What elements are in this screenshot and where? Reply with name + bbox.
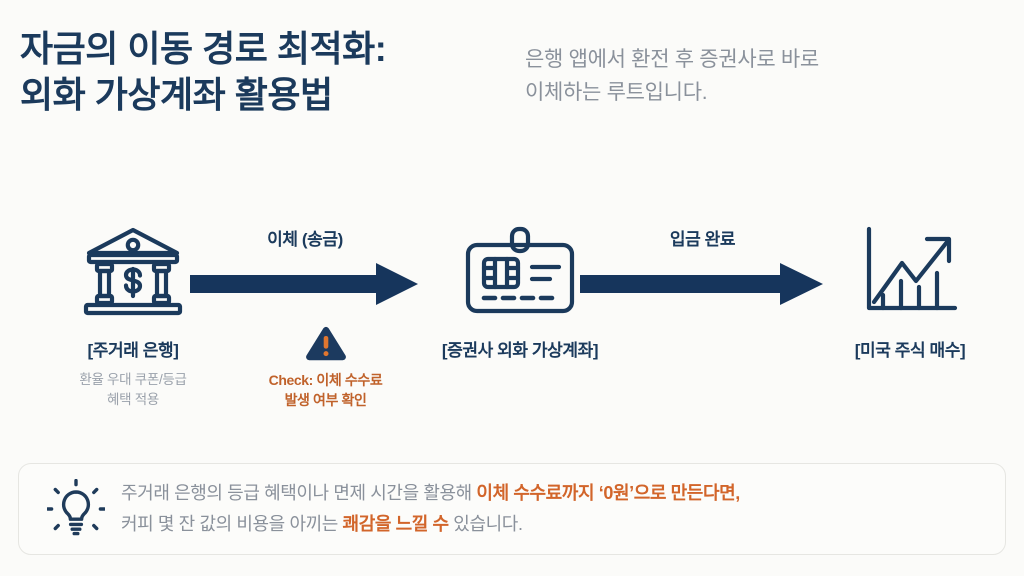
tip-callout: 주거래 은행의 등급 혜택이나 면제 시간을 활용해 이체 수수료까지 ‘0원’… [18,463,1006,555]
flow-node-bank: [주거래 은행] 환율 우대 쿠폰/등급 혜택 적용 [28,223,238,409]
warning-triangle-icon [243,325,408,363]
header: 자금의 이동 경로 최적화: 외화 가상계좌 활용법 은행 앱에서 환전 후 증… [0,26,1024,156]
tip-line1-highlight: 이체 수수료까지 ‘0원’으로 만든다면, [476,483,740,504]
bank-icon [28,223,238,318]
arrow-right-icon [190,263,418,305]
id-card-icon [406,223,634,318]
tip-line1-plain: 주거래 은행의 등급 혜택이나 면제 시간을 활용해 [121,483,477,504]
page-subtitle: 은행 앱에서 환전 후 증권사로 바로 이체하는 루트입니다. [525,48,819,104]
growth-chart-icon [810,223,1010,318]
tip-line2-plain-a: 커피 몇 잔 값의 비용을 아끼는 [121,514,343,534]
flow-node-virtual-account: [증권사 외화 가상계좌] [406,223,634,370]
flow-node-bank-sub: 환율 우대 쿠폰/등급 혜택 적용 [79,372,187,407]
flow-diagram: [주거래 은행] 환율 우대 쿠폰/등급 혜택 적용 이체 (송금) Check… [0,215,1024,440]
flow-arrow-transfer-label: 이체 (송금) [267,230,343,249]
flow-arrow-deposit-label: 입금 완료 [669,230,736,249]
tip-callout-line-2: 커피 몇 잔 값의 비용을 아끼는 쾌감을 느낄 수 있습니다. [121,509,740,540]
page-title: 자금의 이동 경로 최적화: 외화 가상계좌 활용법 [20,28,387,116]
tip-callout-line-1: 주거래 은행의 등급 혜택이나 면제 시간을 활용해 이체 수수료까지 ‘0원’… [121,478,740,509]
tip-callout-text: 주거래 은행의 등급 혜택이나 면제 시간을 활용해 이체 수수료까지 ‘0원’… [121,478,740,540]
fee-warning-text: Check: 이체 수수료 발생 여부 확인 [268,372,383,409]
flow-node-stock-purchase-label: [미국 주식 매수] [854,341,966,360]
tip-line2-plain-b: 있습니다. [448,514,523,534]
flow-node-bank-label: [주거래 은행] [87,341,179,360]
flow-node-stock-purchase: [미국 주식 매수] [810,223,1010,370]
flow-node-virtual-account-label: [증권사 외화 가상계좌] [441,341,599,360]
fee-warning: Check: 이체 수수료 발생 여부 확인 [243,325,408,411]
flow-arrow-transfer: 이체 (송금) [190,225,420,307]
arrow-right-icon [580,263,823,305]
flow-arrow-deposit: 입금 완료 [580,225,825,307]
tip-line2-highlight: 쾌감을 느낄 수 [342,514,450,534]
lightbulb-icon [47,479,105,539]
